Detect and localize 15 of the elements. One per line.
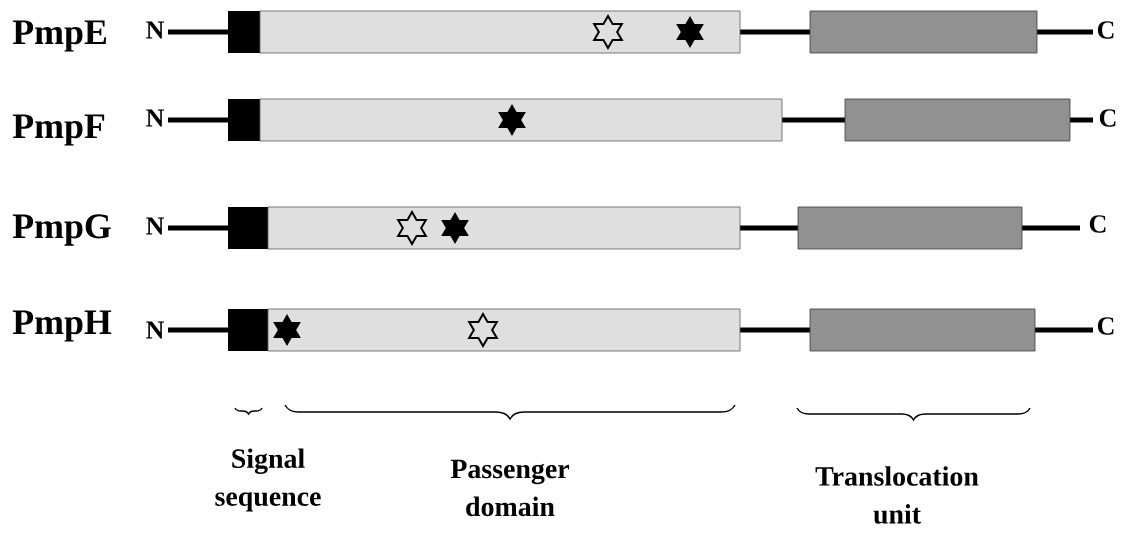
domain-label: Translocation unit xyxy=(815,466,979,524)
domain-label: Signal sequence xyxy=(215,448,321,512)
terminus-label: C xyxy=(1099,109,1116,127)
terminus-label: C xyxy=(1097,317,1114,335)
protein-name: PmpH xyxy=(12,310,112,342)
protein-name: PmpG xyxy=(12,214,111,246)
terminus-label: N xyxy=(146,321,164,339)
terminus-label: C xyxy=(1089,215,1106,233)
domain-label: Passenger domain xyxy=(450,459,570,517)
protein-name: PmpE xyxy=(12,20,106,52)
protein-name: PmpF xyxy=(12,114,105,146)
terminus-label: N xyxy=(146,21,164,39)
terminus-label: N xyxy=(146,109,164,127)
terminus-label: N xyxy=(146,217,164,235)
terminus-label: C xyxy=(1097,21,1114,39)
